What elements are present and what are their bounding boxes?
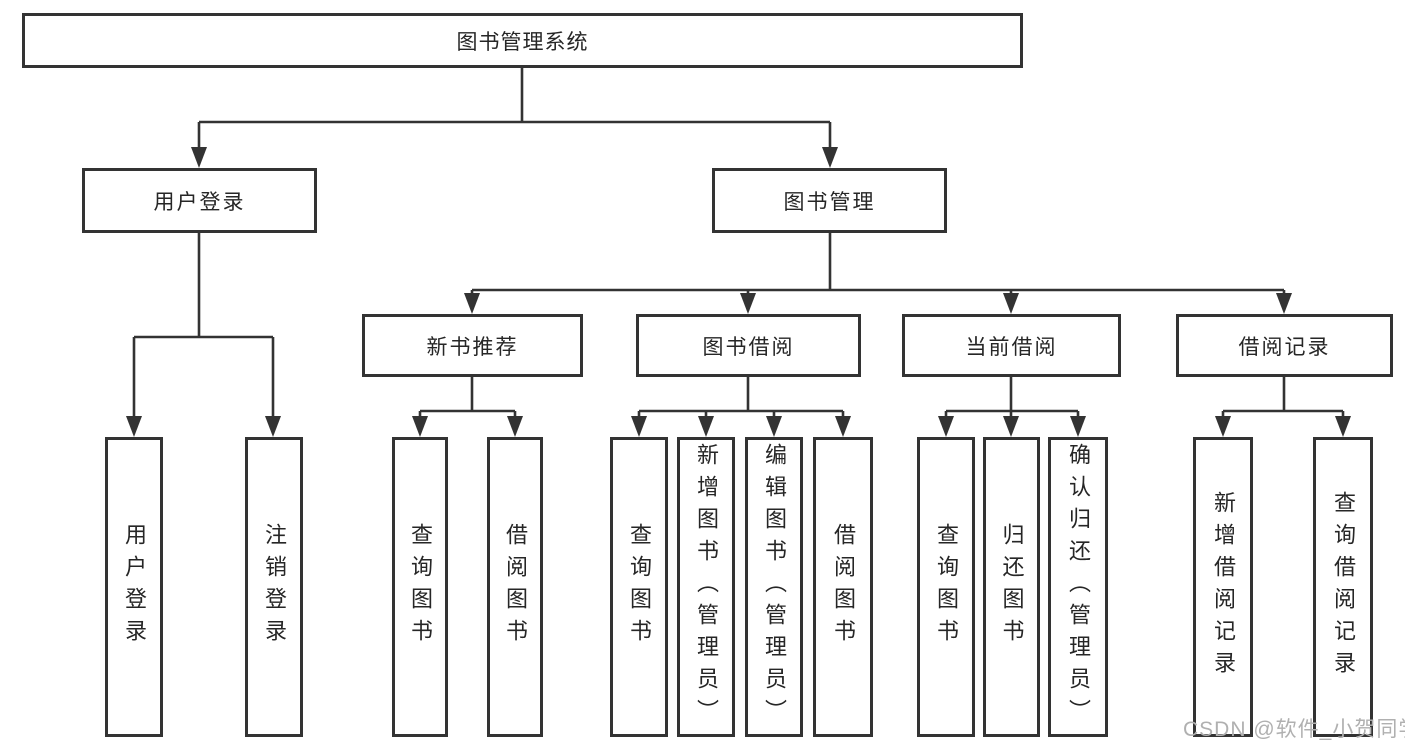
leaf-user-login-label: 用户登录 xyxy=(122,523,147,651)
leaf-borrow-books-borrowing: 借阅图书 xyxy=(813,437,873,737)
leaf-add-borrow-record: 新增借阅记录 xyxy=(1193,437,1253,737)
leaf-edit-book-admin: 编辑图书（管理员） xyxy=(745,437,803,737)
leaf-query-books-current-label: 查询图书 xyxy=(934,523,959,651)
node-new-book-recommend: 新书推荐 xyxy=(362,314,583,377)
leaf-query-books-current: 查询图书 xyxy=(917,437,975,737)
leaf-add-book-admin: 新增图书（管理员） xyxy=(677,437,735,737)
leaf-borrow-books-borrowing-label: 借阅图书 xyxy=(831,523,856,651)
leaf-add-book-admin-label: 新增图书（管理员） xyxy=(694,443,719,731)
leaf-query-borrow-record-label: 查询借阅记录 xyxy=(1331,491,1356,683)
node-borrowing-records: 借阅记录 xyxy=(1176,314,1393,377)
leaf-return-books-label: 归还图书 xyxy=(999,523,1025,651)
leaf-confirm-return-admin: 确认归还（管理员） xyxy=(1048,437,1108,737)
leaf-confirm-return-admin-label: 确认归还（管理员） xyxy=(1066,443,1091,731)
leaf-query-books-recommend-label: 查询图书 xyxy=(408,523,433,651)
node-book-borrowing: 图书借阅 xyxy=(636,314,861,377)
leaf-user-login: 用户登录 xyxy=(105,437,163,737)
node-root-system: 图书管理系统 xyxy=(22,13,1023,68)
leaf-return-books: 归还图书 xyxy=(983,437,1040,737)
leaf-add-borrow-record-label: 新增借阅记录 xyxy=(1211,491,1236,683)
node-user-login-module: 用户登录 xyxy=(82,168,317,233)
leaf-logout-label: 注销登录 xyxy=(262,523,287,651)
leaf-query-borrow-record: 查询借阅记录 xyxy=(1313,437,1373,737)
leaf-query-books-recommend: 查询图书 xyxy=(392,437,448,737)
leaf-query-books-borrowing: 查询图书 xyxy=(610,437,668,737)
leaf-query-books-borrowing-label: 查询图书 xyxy=(627,523,652,651)
node-book-management-module: 图书管理 xyxy=(712,168,947,233)
leaf-edit-book-admin-label: 编辑图书（管理员） xyxy=(762,443,787,731)
node-current-borrowing: 当前借阅 xyxy=(902,314,1121,377)
csdn-watermark: CSDN @软件_小贺同学 xyxy=(1183,718,1405,741)
leaf-borrow-books-recommend-label: 借阅图书 xyxy=(503,523,528,651)
leaf-borrow-books-recommend: 借阅图书 xyxy=(487,437,543,737)
leaf-logout: 注销登录 xyxy=(245,437,303,737)
